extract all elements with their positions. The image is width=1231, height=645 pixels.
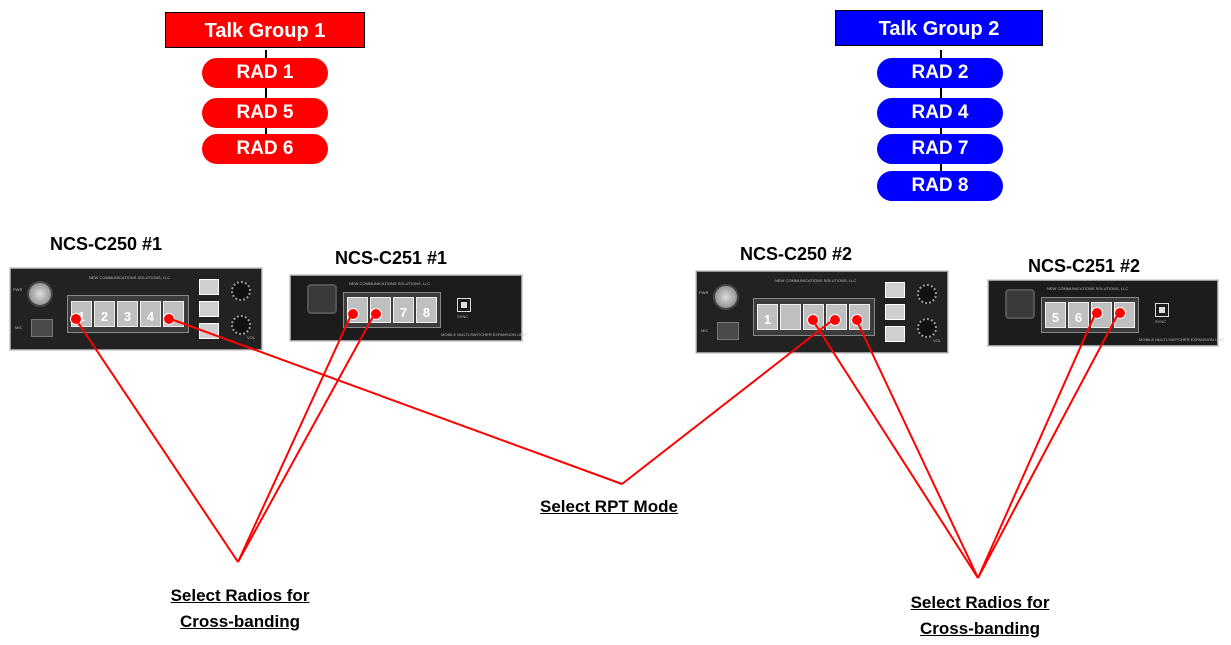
device-title-c251-1: NCS-C251 #1: [335, 248, 448, 268]
device-ncs-c251-2: NEW COMMUNICATIONS SOLUTIONS, LLC 5 6 SY…: [988, 280, 1224, 346]
radio-key-8[interactable]: 8: [416, 297, 437, 323]
leader-line-right-2: [855, 318, 979, 579]
device-ncs-c250-2: PWR MIC NEW COMMUNICATIONS SOLUTIONS, LL…: [696, 271, 948, 353]
leader-line-rpt-right: [621, 318, 835, 485]
annotation-cross-right-line1: Select Radios for: [910, 593, 1050, 612]
talk-group-2-radio-rad2: RAD 2: [877, 58, 1003, 88]
device-ncs-c251-1: NEW COMMUNICATIONS SOLUTIONS, LLC 7 8 SY…: [290, 275, 526, 341]
leader-line-left-3: [237, 312, 376, 563]
brand-label: NEW COMMUNICATIONS SOLUTIONS, LLC: [775, 278, 857, 283]
talk-group-1-header: Talk Group 1: [165, 12, 365, 48]
pwr-label: PWR: [13, 287, 23, 292]
volume-knob-2[interactable]: [917, 318, 937, 338]
annotation-select-rpt-mode: Select RPT Mode: [540, 497, 678, 516]
leader-line-left-1: [74, 317, 239, 563]
talk-group-1-radio-rad6: RAD 6: [202, 134, 328, 164]
sync-button[interactable]: [1155, 303, 1169, 317]
radio-key-1[interactable]: 1: [757, 304, 778, 330]
mic-jack[interactable]: [717, 322, 739, 340]
side-button-2[interactable]: [885, 304, 905, 320]
vol-label: VOL: [247, 335, 256, 340]
leader-line-right-1: [811, 318, 979, 579]
power-button[interactable]: [713, 284, 739, 310]
volume-knob-1[interactable]: [231, 281, 251, 301]
brand-label: NEW COMMUNICATIONS SOLUTIONS, LLC: [89, 275, 171, 280]
leader-line-left-2: [237, 312, 353, 563]
annotation-cross-left-line1: Select Radios for: [170, 586, 310, 605]
side-button-1[interactable]: [885, 282, 905, 298]
mic-label: MIC: [15, 325, 23, 330]
expansion-label: MOBILE MULTI-SWITCHER EXPANSION UNIT: [441, 332, 527, 337]
radio-key-2[interactable]: 2: [94, 301, 115, 327]
talk-group-2-radio-rad7: RAD 7: [877, 134, 1003, 164]
leader-line-rpt-left: [167, 317, 623, 485]
power-button[interactable]: [307, 284, 337, 314]
sync-label: SYNC: [1155, 319, 1167, 324]
side-button-2[interactable]: [199, 301, 219, 317]
leader-line-right-3: [977, 311, 1097, 579]
annotation-cross-left-line2: Cross-banding: [180, 612, 300, 631]
leader-line-right-4: [977, 311, 1120, 579]
annotation-cross-banding-right: Select Radios for Cross-banding: [900, 590, 1060, 642]
radio-key-6[interactable]: 6: [1068, 302, 1089, 328]
expansion-label: MOBILE MULTI-SWITCHER EXPANSION UNIT: [1139, 337, 1225, 342]
device-title-c251-2: NCS-C251 #2: [1028, 256, 1141, 276]
rpt-marker-right: [829, 314, 841, 326]
pwr-label: PWR: [699, 290, 709, 295]
side-button-1[interactable]: [199, 279, 219, 295]
annotation-cross-right-line2: Cross-banding: [920, 619, 1040, 638]
radio-key-7[interactable]: 7: [393, 297, 414, 323]
device-title-c250-1: NCS-C250 #1: [50, 234, 163, 254]
brand-label: NEW COMMUNICATIONS SOLUTIONS, LLC: [349, 281, 431, 286]
power-button[interactable]: [1005, 289, 1035, 319]
power-button[interactable]: [27, 281, 53, 307]
sync-button[interactable]: [457, 298, 471, 312]
radio-key-4[interactable]: 4: [140, 301, 161, 327]
mic-label: MIC: [701, 328, 709, 333]
device-title-c250-2: NCS-C250 #2: [740, 244, 853, 264]
brand-label: NEW COMMUNICATIONS SOLUTIONS, LLC: [1047, 286, 1129, 291]
radio-key-2[interactable]: [780, 304, 801, 330]
annotation-cross-banding-left: Select Radios for Cross-banding: [160, 583, 320, 635]
sync-label: SYNC: [457, 314, 469, 319]
volume-knob-2[interactable]: [231, 315, 251, 335]
side-button-3[interactable]: [885, 326, 905, 342]
talk-group-2-radio-rad4: RAD 4: [877, 98, 1003, 128]
talk-group-1-radio-rad5: RAD 5: [202, 98, 328, 128]
device-ncs-c250-1: PWR MIC NEW COMMUNICATIONS SOLUTIONS, LL…: [10, 268, 262, 350]
talk-group-1-radio-rad1: RAD 1: [202, 58, 328, 88]
talk-group-2-header: Talk Group 2: [835, 10, 1043, 46]
talk-group-2-radio-rad8: RAD 8: [877, 171, 1003, 201]
volume-knob-1[interactable]: [917, 284, 937, 304]
mic-jack[interactable]: [31, 319, 53, 337]
vol-label: VOL: [933, 338, 942, 343]
radio-key-3[interactable]: 3: [117, 301, 138, 327]
radio-key-5[interactable]: 5: [1045, 302, 1066, 328]
